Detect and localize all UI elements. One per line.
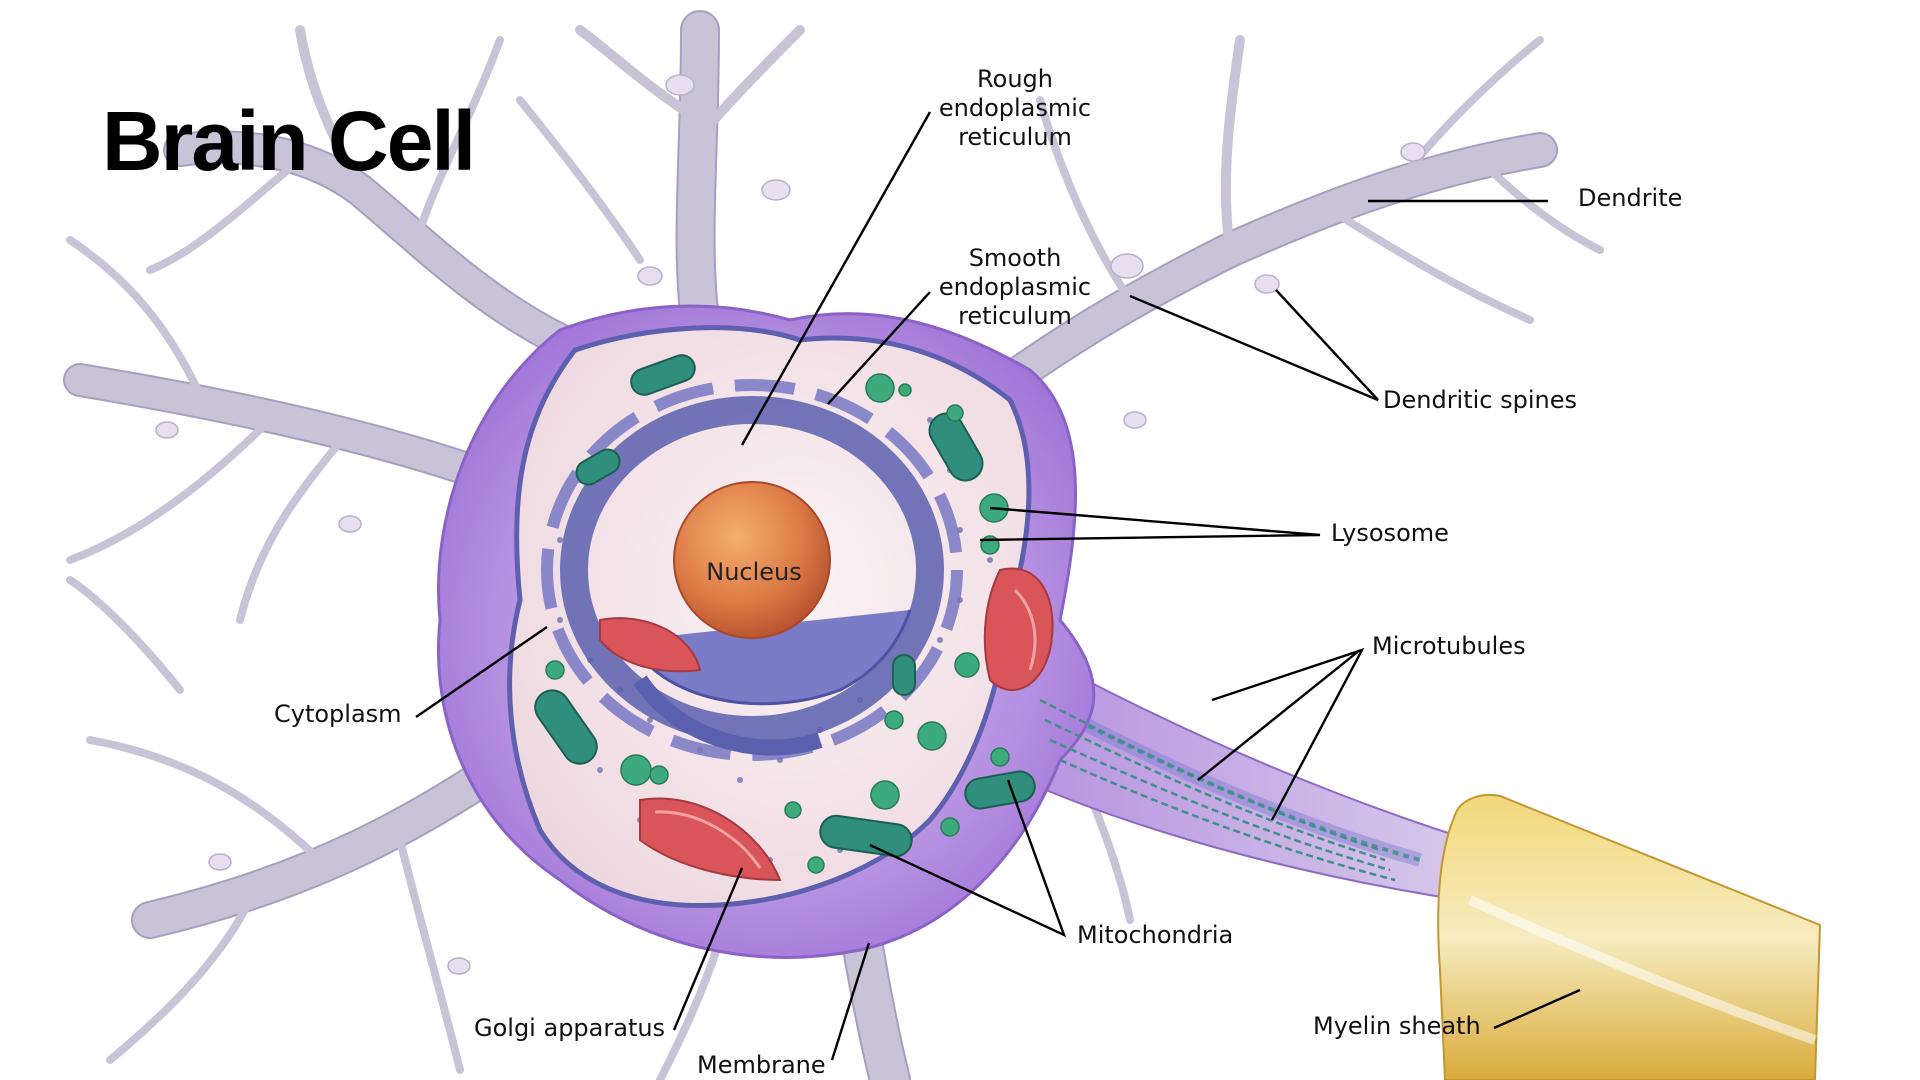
endoplasmic-reticulum [541, 379, 963, 761]
label-cytoplasm: Cytoplasm [274, 700, 402, 728]
label-dendritic-spines: Dendritic spines [1383, 386, 1577, 414]
label-golgi-apparatus: Golgi apparatus [474, 1014, 665, 1042]
spines [155, 74, 1426, 975]
label-membrane: Membrane [697, 1051, 826, 1079]
microtubule-bundle [1039, 698, 1396, 882]
myelin-sheath [1437, 794, 1822, 1080]
label-microtubules: Microtubules [1372, 632, 1526, 660]
label-lysosome: Lysosome [1331, 519, 1449, 547]
diagram-title: Brain Cell [102, 94, 474, 188]
golgi-apparatus [599, 567, 1054, 882]
leader-lines [415, 111, 1581, 1061]
label-mitochondria: Mitochondria [1077, 921, 1233, 949]
label-myelin-sheath: Myelin sheath [1313, 1012, 1481, 1040]
lysosomes [545, 373, 1010, 874]
dendrites [63, 10, 1604, 1080]
mitochondria-organelles [534, 354, 1036, 858]
label-dendrite: Dendrite [1578, 184, 1682, 212]
label-nucleus: Nucleus [706, 558, 802, 586]
nucleus [673, 481, 831, 639]
